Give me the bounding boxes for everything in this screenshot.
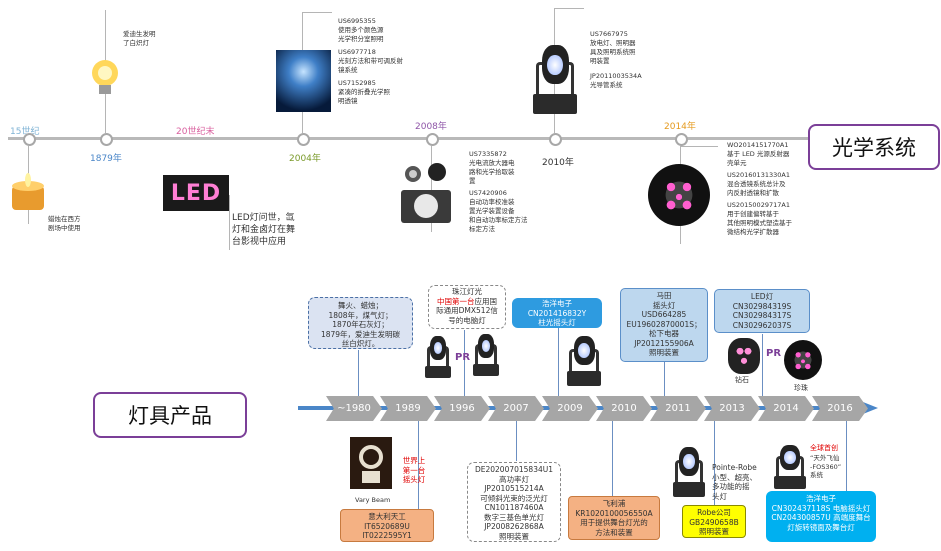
connector-2009 [558,327,559,396]
label-pearl: 珍珠 [794,384,808,392]
year-late-20th: 20世纪末 [176,127,215,137]
note-20th: LED灯问世，氙灯和金卤灯在舞台影视中应用 [232,213,296,247]
year-1879: 1879年 [90,154,122,164]
connector-2013 [714,421,715,511]
connector-2014 [762,334,763,396]
node-2004 [297,133,310,146]
moving-head-lamp-1996b [470,332,502,376]
connector-1996 [464,330,465,396]
pearl-led-lamp [784,340,822,380]
note-15th: 蜡烛在西方剧场中使用 [48,215,81,232]
connector-2010 [612,421,613,496]
connector-2011 [664,362,665,396]
connector-2016 [846,421,847,491]
connector-1980 [358,350,359,396]
box-early-lighting: 舞火、蜡烛；1808年，煤气灯；1870年石灰灯；1879年，爱迪生发明碳丝白炽… [308,297,413,349]
global-first-label: 全球首创 [810,444,838,452]
fos360-lamp [770,443,810,489]
chevron-1996: 1996 [434,396,490,421]
note-1879: 爱迪生发明了白炽灯 [123,30,156,47]
diamond-led-lamp [728,338,760,374]
node-2008 [426,133,439,146]
stem-2008 [431,146,432,232]
box-zhujiang: 珠江灯光 中国第一台应用国 际通用DMX512信号的电脑灯 [428,285,506,329]
node-1879 [100,133,113,146]
vary-beam-caption: Vary Beam [355,496,391,504]
chevron-2011: 2011 [650,396,706,421]
node-2010 [549,133,562,146]
candle-image [8,172,48,212]
chevron-1980: ~1980 [326,396,382,421]
bracket-2014 [680,146,718,147]
chevron-2016: 2016 [812,396,868,421]
led-sign-image: LED [163,175,229,211]
par-light-image [648,164,710,226]
beam-moving-head-2009 [563,334,605,386]
robe-moving-head [669,445,709,497]
chevron-2007: 2007 [488,396,544,421]
fos360-note: “天外飞仙-FOS360”系统 [810,454,842,479]
floodlight-image [395,162,457,227]
lightbulb-icon [88,58,122,98]
connector-1989 [418,421,419,509]
year-2008: 2008年 [415,122,447,132]
chevron-2009: 2009 [542,396,598,421]
year-2010: 2010年 [542,158,574,168]
year-2004: 2004年 [289,154,321,164]
stage-light-image [276,50,331,112]
stem-20th [229,195,230,250]
vary-beam-image [350,437,392,489]
chevron-2014: 2014 [758,396,814,421]
year-15th-century: 15世纪 [10,127,40,137]
pr-label-2014: PR [766,348,782,359]
chevron-2013: 2013 [704,396,760,421]
optical-timeline-line [8,137,833,140]
lamp-products-title: 灯具产品 [93,392,247,438]
bracket-2004 [302,12,332,13]
node-2014 [675,133,688,146]
chevron-2010: 2010 [596,396,652,421]
connector-2007 [516,421,517,461]
optical-system-title: 光学系统 [808,124,940,170]
bracket-2010 [554,8,584,9]
moving-head-image-2010 [528,42,582,114]
label-diamond: 钻石 [735,376,749,384]
node-15th [23,133,36,146]
world-first-moving-head: 世界上第一台摇头灯 [402,456,426,484]
year-2014: 2014年 [664,122,696,132]
moving-head-lamp-1996a [422,334,454,378]
pr-label-1996: PR [455,352,471,363]
chevron-1989: 1989 [380,396,436,421]
